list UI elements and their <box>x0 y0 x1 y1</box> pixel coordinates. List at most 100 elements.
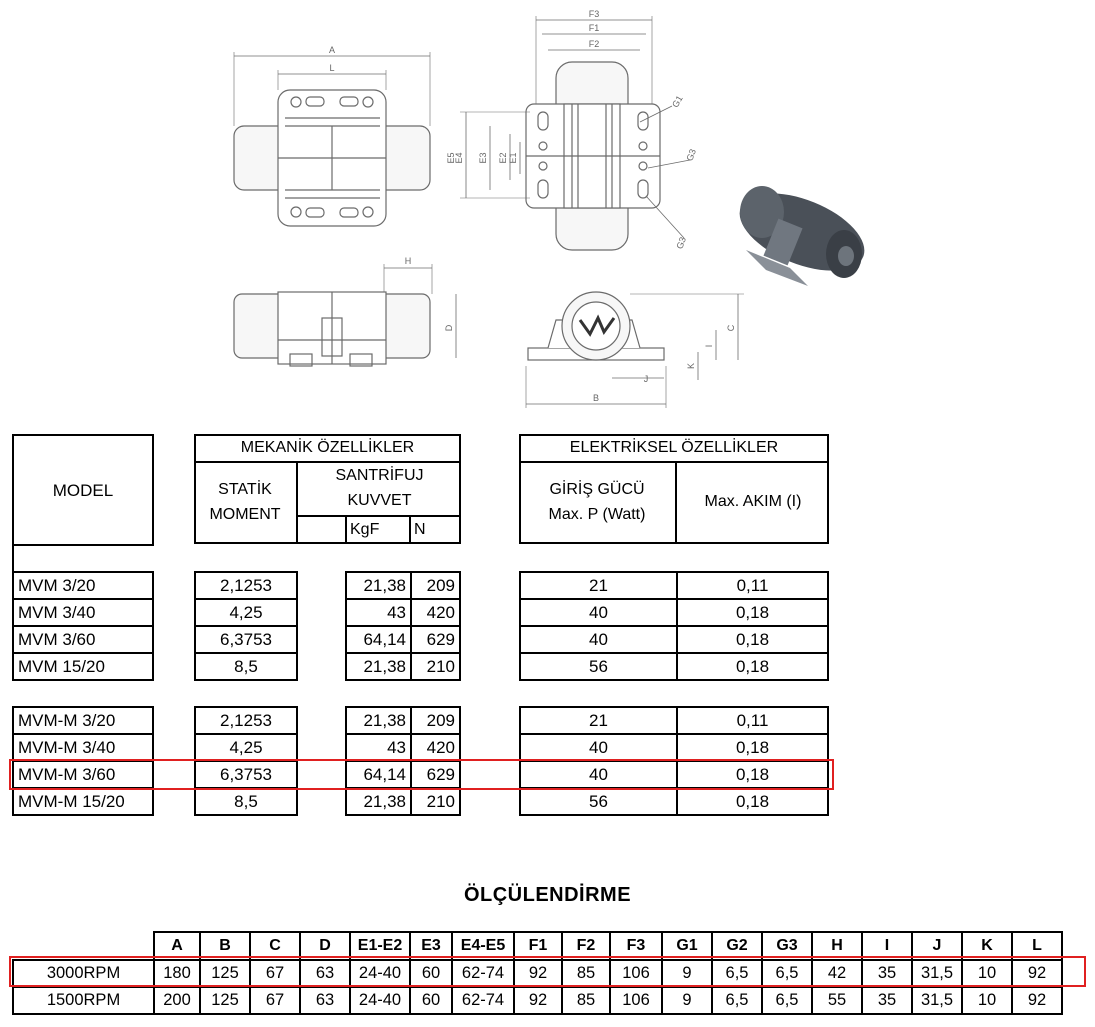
input-power-header-l1: GİRİŞ GÜCÜ <box>549 481 645 498</box>
dim-label-e2: E2 <box>498 152 508 163</box>
dim-label-h: H <box>405 256 412 266</box>
dim-label-e4: E4 <box>454 152 464 163</box>
current-cell: 0,18 <box>676 598 829 627</box>
side-view-drawing <box>233 264 457 367</box>
mechanical-group-header: MEKANİK ÖZELLİKLER <box>240 439 415 456</box>
dim-cell: 85 <box>561 959 611 988</box>
model-cell: MVM-M 3/40 <box>12 733 154 762</box>
dim-cell: 125 <box>199 959 251 988</box>
static-moment-cell: 4,25 <box>194 733 298 762</box>
dim-label-c: C <box>726 324 736 331</box>
power-cell: 40 <box>519 625 678 654</box>
model-cell: MVM 3/40 <box>12 598 154 627</box>
dim-cell: 62-74 <box>451 986 515 1015</box>
n-header: N <box>414 521 426 538</box>
newton-cell: 629 <box>410 760 461 789</box>
dim-cell: 35 <box>861 986 913 1015</box>
power-cell: 21 <box>519 571 678 600</box>
table-row: 1500RPM 200 125 67 63 24-40 60 62-74 92 … <box>12 986 1063 1015</box>
table-row: MVM 3/20 <box>12 571 154 600</box>
dim-label-j: J <box>644 374 649 384</box>
newton-cell: 629 <box>410 625 461 654</box>
static-moment-header-l2: MOMENT <box>209 506 281 523</box>
dimensions-table: A B C D E1-E2 E3 E4-E5 F1 F2 F3 G1 G2 G3… <box>12 931 1063 1015</box>
kgf-header: KgF <box>350 521 380 538</box>
newton-cell: 210 <box>410 652 461 681</box>
model-cell: MVM 15/20 <box>12 652 154 681</box>
dim-cell: 63 <box>299 959 351 988</box>
dim-col-header: E3 <box>409 931 453 961</box>
dim-label-d: D <box>444 324 454 331</box>
dim-cell: 60 <box>409 986 453 1015</box>
model-cell: MVM-M 15/20 <box>12 787 154 816</box>
static-moment-cell: 4,25 <box>194 598 298 627</box>
dim-cell: 63 <box>299 986 351 1015</box>
model-cell: MVM 3/20 <box>12 571 154 600</box>
dim-cell: 6,5 <box>761 986 813 1015</box>
dim-cell: 9 <box>661 986 713 1015</box>
table-row: MVM-M 3/40 <box>12 733 154 762</box>
current-cell: 0,11 <box>676 706 829 735</box>
kgf-cell: 64,14 <box>345 760 412 789</box>
table-row: MVM-M 3/60 <box>12 760 154 789</box>
row-highlight-mvm-m-3-60 <box>9 759 834 790</box>
newton-cell: 209 <box>410 706 461 735</box>
newton-cell: 420 <box>410 598 461 627</box>
dim-cell: 85 <box>561 986 611 1015</box>
dim-cell: 106 <box>609 959 663 988</box>
power-cell: 56 <box>519 787 678 816</box>
kgf-cell: 43 <box>345 733 412 762</box>
dim-label-f1: F1 <box>589 23 600 33</box>
dim-cell: 31,5 <box>911 959 963 988</box>
power-cell: 56 <box>519 652 678 681</box>
dim-cell: 24-40 <box>349 959 411 988</box>
table-row: MVM-M 3/20 <box>12 706 154 735</box>
newton-cell: 420 <box>410 733 461 762</box>
table-row: MVM 3/60 <box>12 625 154 654</box>
dim-cell: 9 <box>661 959 713 988</box>
current-cell: 0,18 <box>676 652 829 681</box>
max-current-header: Max. AKIM (I) <box>704 493 802 510</box>
dim-label-a: A <box>329 45 335 55</box>
dim-cell: 180 <box>153 959 201 988</box>
dim-cell: 10 <box>961 959 1013 988</box>
newton-cell: 209 <box>410 571 461 600</box>
rpm-label: 1500RPM <box>12 986 155 1015</box>
current-cell: 0,18 <box>676 733 829 762</box>
dim-label-e1: E1 <box>508 152 518 163</box>
power-cell: 40 <box>519 598 678 627</box>
dim-cell: 92 <box>1011 959 1063 988</box>
static-moment-cell: 2,1253 <box>194 571 298 600</box>
table-row: MVM 15/20 <box>12 652 154 681</box>
dim-label-l: L <box>329 63 334 73</box>
dim-cell: 92 <box>513 986 563 1015</box>
dim-cell: 67 <box>249 986 301 1015</box>
dim-cell: 200 <box>153 986 201 1015</box>
static-moment-cell: 2,1253 <box>194 706 298 735</box>
static-moment-cell: 8,5 <box>194 652 298 681</box>
dim-cell: 35 <box>861 959 913 988</box>
dim-label-f2: F2 <box>589 39 600 49</box>
model-table-group2: MVM-M 3/20 MVM-M 3/40 MVM-M 3/60 MVM-M 1… <box>12 706 154 816</box>
power-cell: 40 <box>519 760 678 789</box>
input-power-header-l2: Max. P (Watt) <box>548 506 646 523</box>
dim-cell: 55 <box>811 986 863 1015</box>
centrifugal-header-l2: KUVVET <box>347 492 412 509</box>
power-cell: 21 <box>519 706 678 735</box>
front-elevation-drawing <box>525 291 744 408</box>
dim-cell: 67 <box>249 959 301 988</box>
model-table-group1: MVM 3/20 MVM 3/40 MVM 3/60 MVM 15/20 <box>12 571 154 681</box>
kgf-cell: 21,38 <box>345 706 412 735</box>
model-header-table: MODEL <box>12 434 154 546</box>
table-row: MVM 3/40 <box>12 598 154 627</box>
dim-cell: 125 <box>199 986 251 1015</box>
current-cell: 0,18 <box>676 760 829 789</box>
model-cell: MVM 3/60 <box>12 625 154 654</box>
kgf-cell: 21,38 <box>345 571 412 600</box>
dim-label-g1: G1 <box>670 94 685 109</box>
table-row: MVM-M 15/20 <box>12 787 154 816</box>
dim-cell: 92 <box>513 959 563 988</box>
dim-label-i: I <box>704 345 714 348</box>
